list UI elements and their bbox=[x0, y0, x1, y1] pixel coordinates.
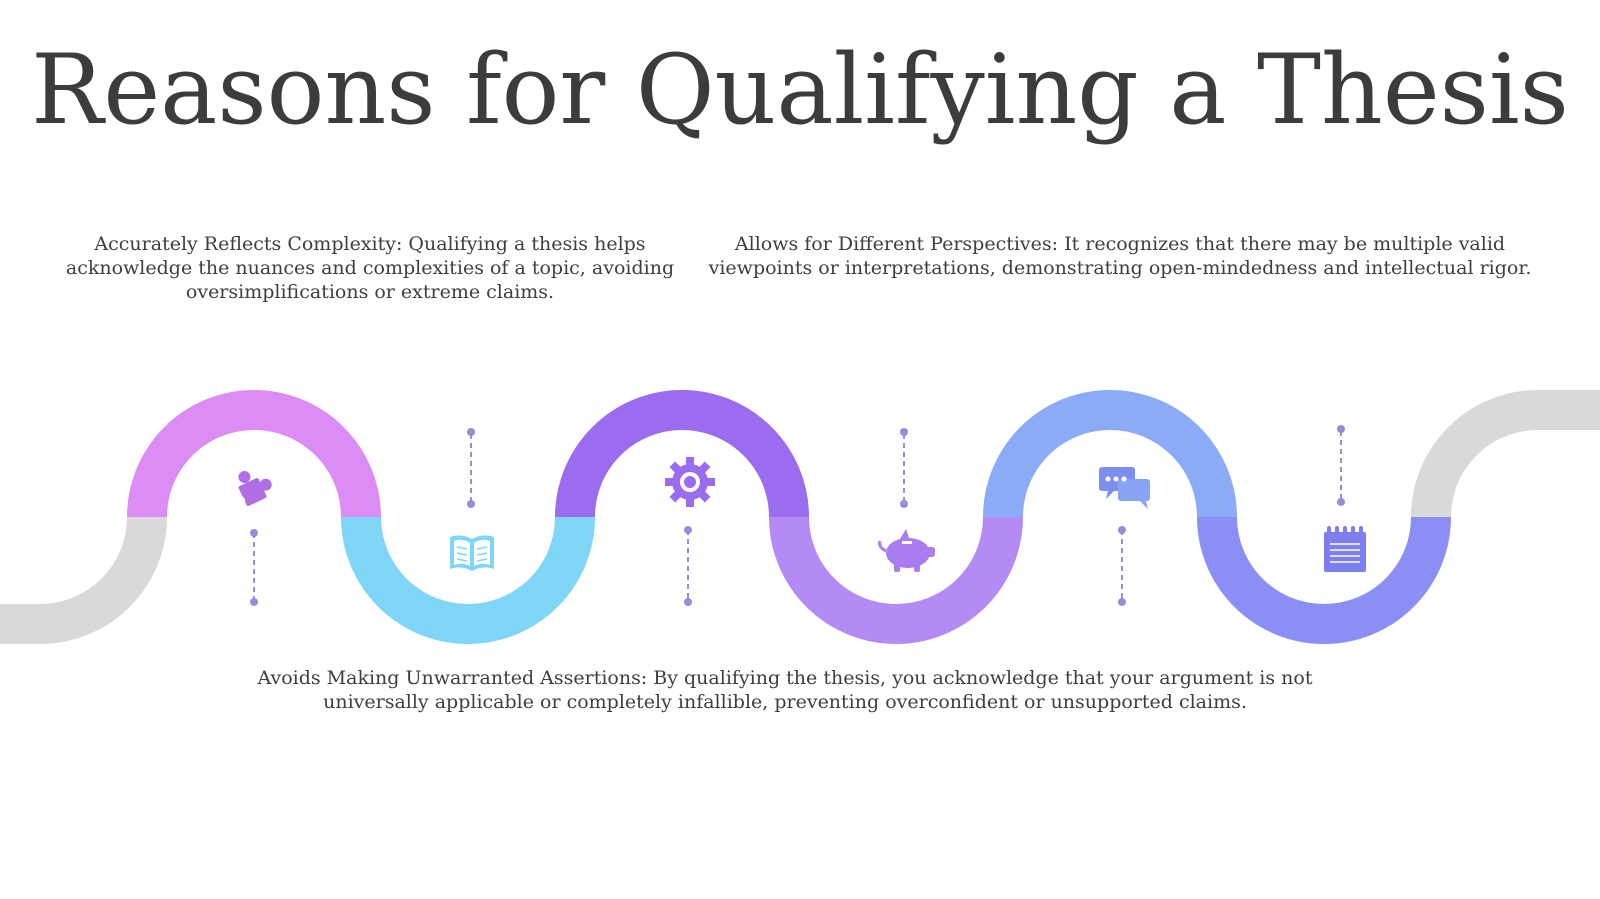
piggy-bank-icon bbox=[878, 529, 935, 572]
wave-arch-1 bbox=[127, 390, 381, 518]
puzzle-icon bbox=[235, 471, 272, 507]
notepad-icon bbox=[1324, 526, 1366, 572]
connector-2 bbox=[467, 428, 475, 508]
connector-1 bbox=[250, 529, 258, 606]
wave-arch-3 bbox=[983, 390, 1237, 518]
wave-valley-3 bbox=[1197, 516, 1451, 644]
wave-segment-end bbox=[1411, 390, 1600, 518]
connector-6 bbox=[1337, 425, 1345, 506]
page-title: Reasons for Qualifying a Thesis bbox=[31, 34, 1569, 146]
connector-3 bbox=[684, 526, 692, 606]
book-icon bbox=[450, 535, 494, 571]
caption-perspectives: Allows for Different Perspectives: It re… bbox=[708, 233, 1532, 279]
caption-assertions: Avoids Making Unwarranted Assertions: By… bbox=[257, 667, 1313, 713]
gear-icon bbox=[665, 457, 715, 507]
wave-valley-1 bbox=[341, 516, 595, 644]
wave-segment-start bbox=[0, 516, 167, 644]
connector-4 bbox=[900, 428, 908, 508]
connector-5 bbox=[1118, 526, 1126, 606]
chat-icon bbox=[1099, 467, 1150, 509]
wave-arch-2 bbox=[555, 390, 809, 518]
caption-complexity: Accurately Reflects Complexity: Qualifyi… bbox=[65, 233, 675, 303]
wave-valley-2 bbox=[769, 516, 1023, 644]
